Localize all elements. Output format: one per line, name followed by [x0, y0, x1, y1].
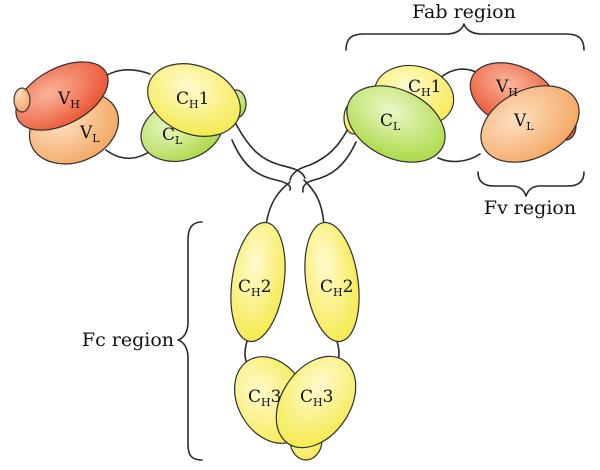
left-ch3-label: CH3 — [248, 387, 281, 409]
left-ch2-label: CH2 — [238, 277, 271, 299]
braces — [177, 23, 585, 461]
left-ch2-domain — [230, 221, 286, 343]
left-fab-arm — [13, 61, 247, 165]
right-ch1-label: CH1 — [408, 77, 441, 99]
left-vh-label: VH — [57, 89, 80, 111]
fab-region-label: Fab region — [412, 1, 516, 23]
left-vh-back — [13, 87, 31, 113]
right-ch2-label: CH2 — [320, 277, 353, 299]
fc-stem — [230, 221, 360, 461]
right-cl-label: CL — [380, 111, 401, 133]
fv-region-label: Fv region — [484, 197, 576, 219]
link-right-bottom — [437, 153, 481, 163]
fv-brace — [477, 171, 585, 197]
hinge-left-lower — [231, 139, 292, 191]
right-fab-arm — [343, 62, 580, 163]
stem-left — [265, 181, 291, 226]
domain-labels: VH VL CH1 CL CH1 CL VH VL CH2 CH2 CH3 CH… — [57, 77, 534, 409]
hinge-left-upper — [235, 123, 306, 179]
right-vl-label: VL — [513, 111, 534, 133]
hinge-right-lower — [302, 141, 357, 193]
left-ch1-label: CH1 — [176, 89, 209, 111]
left-ch1-domain — [147, 63, 241, 137]
fab-brace — [345, 23, 585, 51]
right-ch3-label: CH3 — [300, 387, 333, 409]
hinge-right-upper — [289, 119, 353, 181]
link-left-bottom — [105, 149, 153, 160]
right-ch3-domain — [275, 355, 357, 449]
right-vl-domain — [480, 85, 580, 163]
left-cl-label: CL — [162, 125, 183, 147]
left-vl-label: VL — [79, 123, 100, 145]
fc-region-label: Fc region — [82, 329, 174, 351]
right-vh-label: VH — [495, 77, 518, 99]
stem-right — [303, 179, 325, 226]
right-ch2-domain — [304, 221, 360, 343]
left-vh-domain — [15, 61, 109, 131]
fc-brace — [177, 221, 203, 461]
right-cl-domain — [346, 85, 446, 163]
